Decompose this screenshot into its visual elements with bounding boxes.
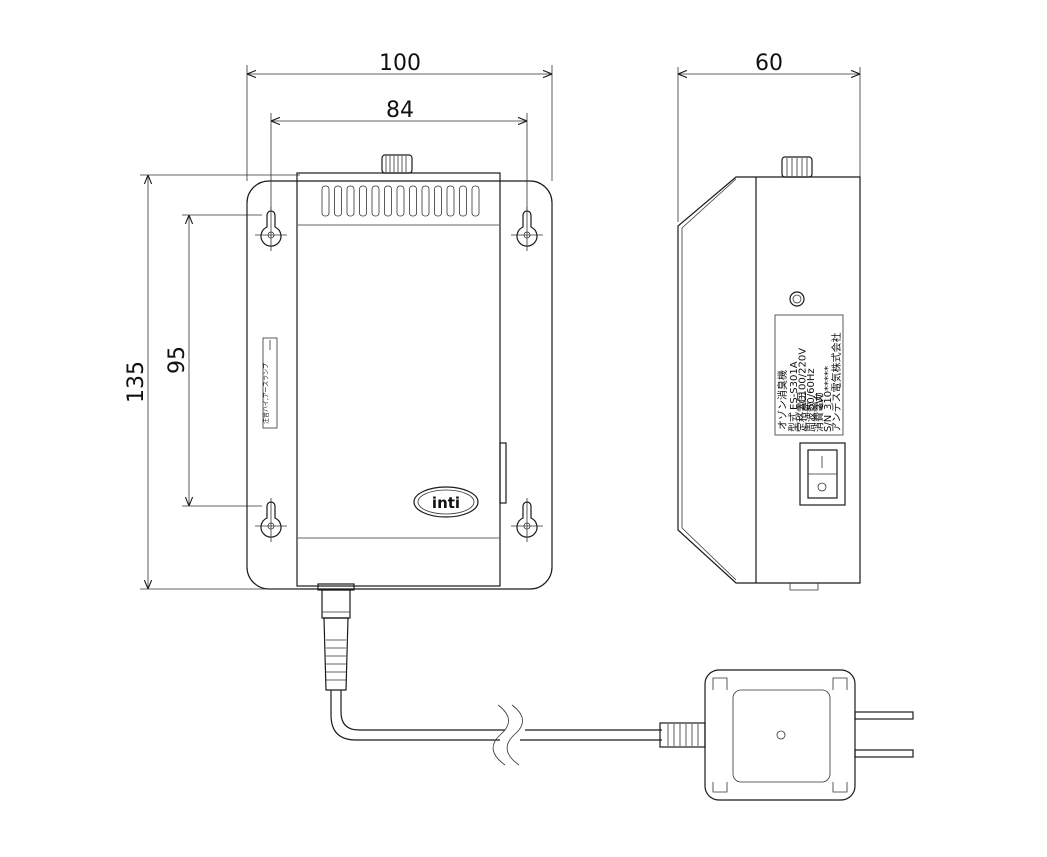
nameplate-title: オゾン消臭機 (776, 370, 789, 430)
keyhole-hole (511, 498, 543, 542)
vent-slot (446, 185, 455, 217)
vent-slot (334, 185, 342, 217)
side-switch (499, 442, 507, 504)
dim-width-holes: 84 (386, 98, 414, 123)
vent-slot (409, 185, 417, 217)
vent-slot (359, 185, 367, 217)
power-cord (321, 589, 706, 766)
knob (381, 154, 413, 174)
dim-width-outer: 100 (379, 51, 421, 76)
dim-height-outer: 135 (124, 361, 149, 403)
nameplate-value: 50/60Hz (806, 368, 817, 410)
mounting-holes (255, 207, 543, 542)
side-sticker: 注音ハイ,アースランプ (262, 337, 278, 429)
side-sticker-text: 注音ハイ,アースランプ (262, 357, 270, 424)
vent-slot (371, 185, 380, 217)
mounting-plate (246, 180, 553, 590)
vent-slot (471, 185, 480, 217)
inti-logo: inti (413, 486, 479, 518)
nameplate-value: 310***** (823, 366, 834, 410)
nameplate-label: 定格電圧 (796, 392, 809, 432)
nameplate: オゾン消臭機型式 ES-S301A定格電圧AC100/220V周波数50/60Hz… (774, 314, 844, 436)
front-view: 注音ハイ,アースランプ inti (246, 154, 553, 591)
vent-slot (434, 185, 442, 217)
front-dimensions: 100 84 135 95 (124, 51, 553, 590)
keyhole-hole (255, 498, 287, 542)
vent-slots (321, 185, 480, 217)
nameplate-value: 2W (815, 394, 826, 410)
power-switch (799, 442, 846, 506)
nameplate-value: AC100/220V (798, 348, 809, 410)
vent-slot (459, 185, 467, 217)
logo-text: inti (432, 494, 460, 512)
vent-slot (384, 185, 392, 217)
nameplate-label: 消費電力 (813, 392, 826, 432)
side-view: オゾン消臭機型式 ES-S301A定格電圧AC100/220V周波数50/60Hz… (677, 156, 861, 591)
keyhole-hole (511, 207, 543, 251)
nameplate-label: 型式 (787, 412, 800, 432)
power-adapter (704, 669, 914, 801)
vent-slot (396, 185, 405, 217)
side-dimensions: 60 (677, 51, 861, 222)
nameplate-label: S/N (823, 415, 834, 432)
side-knob (781, 156, 813, 178)
nameplate-maker: アンデス電気株式会社 (830, 332, 843, 432)
indicator-lamp (789, 291, 805, 307)
nameplate-value: ES-S301A (789, 361, 800, 410)
vent-slot (321, 185, 330, 217)
side-housing (677, 176, 861, 584)
keyhole-hole (255, 207, 287, 251)
vent-slot (421, 185, 430, 217)
vent-slot (346, 185, 355, 217)
dim-height-holes: 95 (165, 346, 190, 374)
nameplate-label: 周波数 (804, 402, 817, 432)
dim-depth: 60 (755, 51, 783, 76)
main-body (296, 172, 501, 587)
